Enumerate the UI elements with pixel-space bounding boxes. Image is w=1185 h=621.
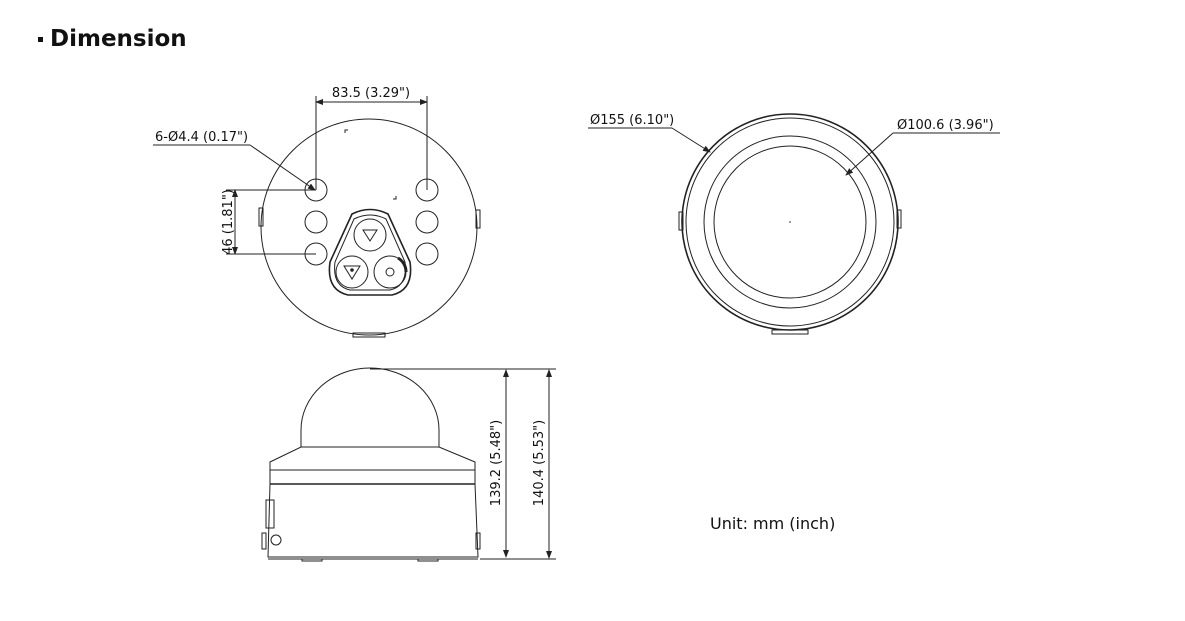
top-view: Ø155 (6.10") Ø100.6 (3.96") (588, 113, 1000, 335)
bullet-icon (38, 36, 43, 42)
section-title: Dimension (38, 26, 187, 52)
side-view: 139.2 (5.48") 140.4 (5.53") (261, 367, 556, 562)
title-text: Dimension (50, 26, 187, 52)
unit-note: Unit: mm (inch) (710, 514, 835, 533)
mount-width-label: 83.5 (3.29") (332, 86, 410, 101)
dome-diameter-label: Ø100.6 (3.96") (897, 118, 994, 133)
mount-holes (304, 178, 439, 266)
body-height-label: 139.2 (5.48") (489, 420, 504, 506)
bottom-view: 83.5 (3.29") 6-Ø4.4 (0.17") 46 (1.81") (153, 86, 481, 338)
total-height-label: 140.4 (5.53") (532, 420, 547, 506)
connector-cluster (328, 208, 412, 296)
hole-spec-label: 6-Ø4.4 (0.17") (155, 130, 248, 145)
hole-spacing-label: 46 (1.81") (221, 189, 236, 255)
outer-diameter-label: Ø155 (6.10") (590, 113, 674, 128)
